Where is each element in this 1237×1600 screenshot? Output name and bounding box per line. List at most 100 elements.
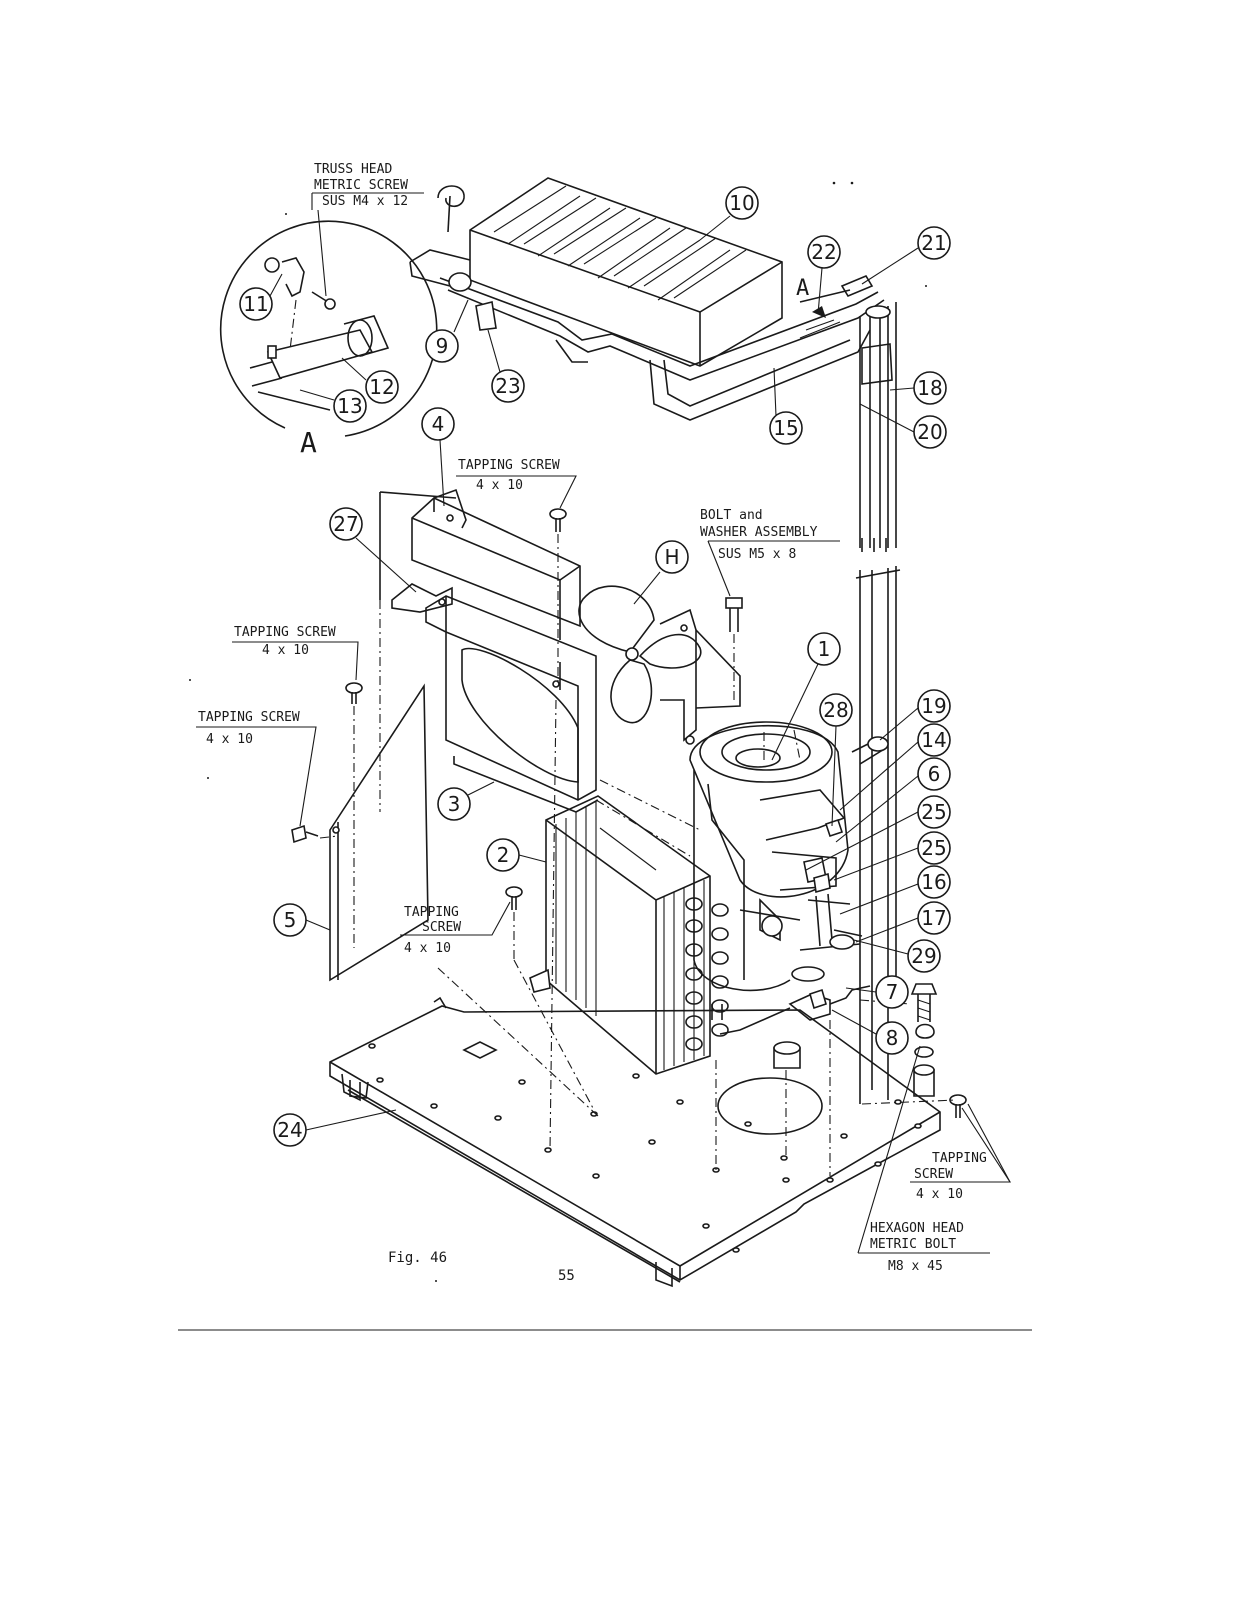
callout-number: 21 bbox=[921, 231, 946, 255]
note-hexagon-head-bolt: HEXAGON HEAD METRIC BOLT M8 x 45 bbox=[857, 1045, 990, 1274]
base-holes bbox=[368, 1043, 922, 1253]
callout-number: 24 bbox=[277, 1118, 302, 1142]
detail-view-label: A bbox=[300, 426, 317, 459]
truss-screw-detail bbox=[311, 291, 336, 310]
sensor-body bbox=[249, 315, 390, 411]
note-spec: M8 x 45 bbox=[888, 1259, 943, 1274]
callout-27: 27 bbox=[329, 507, 417, 593]
note-truss-head-screw: TRUSS HEAD METRIC SCREW SUS M4 x 12 bbox=[311, 162, 424, 297]
note-tapping-screw-center: TAPPING SCREW 4 x 10 bbox=[400, 901, 511, 956]
fan-blade bbox=[578, 585, 702, 724]
tapping-screw-right bbox=[949, 1094, 967, 1118]
callout-number: 10 bbox=[729, 191, 754, 215]
tapping-screw-top bbox=[549, 508, 567, 688]
callout-number: 3 bbox=[448, 792, 461, 816]
callout-24: 24 bbox=[273, 1109, 397, 1147]
callout-number: 14 bbox=[921, 728, 946, 752]
callout-16: 16 bbox=[839, 865, 951, 915]
callout-25b: 25 bbox=[833, 831, 951, 881]
compressor-fittings bbox=[739, 789, 863, 982]
note-line: TAPPING bbox=[932, 1151, 987, 1166]
page-number: 55 bbox=[558, 1268, 575, 1284]
rubber-mounts bbox=[711, 1004, 801, 1069]
note-line: TAPPING bbox=[404, 905, 459, 920]
note-line: TAPPING SCREW bbox=[458, 458, 560, 473]
callout-number: 8 bbox=[886, 1026, 899, 1050]
callout-28: 28 bbox=[819, 693, 853, 827]
callout-number: 22 bbox=[811, 240, 836, 264]
callout-19: 19 bbox=[879, 689, 951, 741]
callout-number: 4 bbox=[432, 412, 445, 436]
note-line: TAPPING SCREW bbox=[234, 625, 336, 640]
callout-5: 5 bbox=[273, 903, 331, 937]
note-tapping-screw-left-lower: TAPPING SCREW 4 x 10 bbox=[196, 710, 317, 827]
callout-number: 12 bbox=[369, 375, 394, 399]
callout-20: 20 bbox=[859, 403, 947, 449]
callout-number: 15 bbox=[773, 416, 798, 440]
callout-number: 27 bbox=[333, 512, 358, 536]
callout-number: 17 bbox=[921, 906, 946, 930]
note-tapping-screw-right: TAPPING SCREW 4 x 10 bbox=[910, 1103, 1012, 1202]
callout-number: 18 bbox=[917, 376, 942, 400]
callout-22: 22 bbox=[807, 235, 841, 315]
note-bolt-washer: BOLT and WASHER ASSEMBLY SUS M5 x 8 bbox=[700, 508, 840, 597]
callout-number: 1 bbox=[818, 637, 831, 661]
note-line: SCREW bbox=[914, 1167, 953, 1182]
callout-number: 20 bbox=[917, 420, 942, 444]
callout-7: 7 bbox=[845, 975, 909, 1009]
top-refrigerant-piping bbox=[409, 185, 885, 421]
note-line: METRIC BOLT bbox=[870, 1237, 956, 1252]
callout-9: 9 bbox=[425, 299, 469, 363]
callout-number: 2 bbox=[497, 843, 510, 867]
section-arrow-label: A bbox=[796, 276, 809, 301]
note-spec: 4 x 10 bbox=[404, 941, 451, 956]
tapping-screw-left-upper bbox=[345, 682, 363, 704]
note-tapping-screw-top: TAPPING SCREW 4 x 10 bbox=[456, 458, 577, 509]
condenser-coil-bends bbox=[685, 897, 729, 1051]
fan-shroud bbox=[425, 595, 599, 813]
note-spec: 4 x 10 bbox=[206, 732, 253, 747]
condenser bbox=[529, 795, 729, 1075]
callout-number: 28 bbox=[823, 698, 848, 722]
callout-15: 15 bbox=[769, 367, 803, 445]
callout-number: 25 bbox=[921, 836, 946, 860]
note-line: TAPPING SCREW bbox=[198, 710, 300, 725]
callout-6: 6 bbox=[835, 757, 951, 843]
callout-21: 21 bbox=[861, 226, 951, 285]
scan-specks bbox=[189, 181, 927, 1282]
callout-1: 1 bbox=[771, 632, 841, 761]
callout-number: 7 bbox=[886, 980, 899, 1004]
callout-25a: 25 bbox=[805, 795, 951, 871]
accumulator-pipe bbox=[851, 736, 889, 765]
note-line: HEXAGON HEAD bbox=[870, 1221, 964, 1236]
vertical-pipes bbox=[799, 274, 901, 1104]
note-spec: 4 x 10 bbox=[262, 643, 309, 658]
note-line: BOLT and bbox=[700, 508, 763, 523]
callout-14: 14 bbox=[839, 723, 951, 811]
callout-13: 13 bbox=[299, 389, 367, 423]
note-spec: 4 x 10 bbox=[916, 1187, 963, 1202]
callout-number: 16 bbox=[921, 870, 946, 894]
compressor bbox=[689, 721, 849, 992]
callout-number: 11 bbox=[243, 292, 268, 316]
tapping-screw-left-lower bbox=[291, 824, 339, 844]
callout-23: 23 bbox=[487, 329, 525, 403]
callout-8: 8 bbox=[831, 1009, 909, 1055]
note-line: WASHER ASSEMBLY bbox=[700, 525, 818, 540]
note-tapping-screw-left-upper: TAPPING SCREW 4 x 10 bbox=[232, 625, 359, 681]
note-line: SCREW bbox=[422, 920, 461, 935]
bolt-washer-assembly bbox=[725, 597, 743, 700]
note-spec: SUS M5 x 8 bbox=[718, 547, 796, 562]
callout-2: 2 bbox=[486, 838, 547, 872]
callout-number: 5 bbox=[284, 908, 297, 932]
hex-bolt-stack bbox=[910, 983, 938, 1097]
callout-number: 6 bbox=[928, 762, 941, 786]
note-line: METRIC SCREW bbox=[314, 178, 408, 193]
detail-view-a: A bbox=[219, 220, 438, 459]
callout-h: H bbox=[633, 540, 689, 605]
side-panel bbox=[329, 600, 429, 982]
callout-4: 4 bbox=[421, 407, 455, 507]
callout-29: 29 bbox=[853, 939, 941, 973]
note-spec: SUS M4 x 12 bbox=[322, 194, 408, 209]
